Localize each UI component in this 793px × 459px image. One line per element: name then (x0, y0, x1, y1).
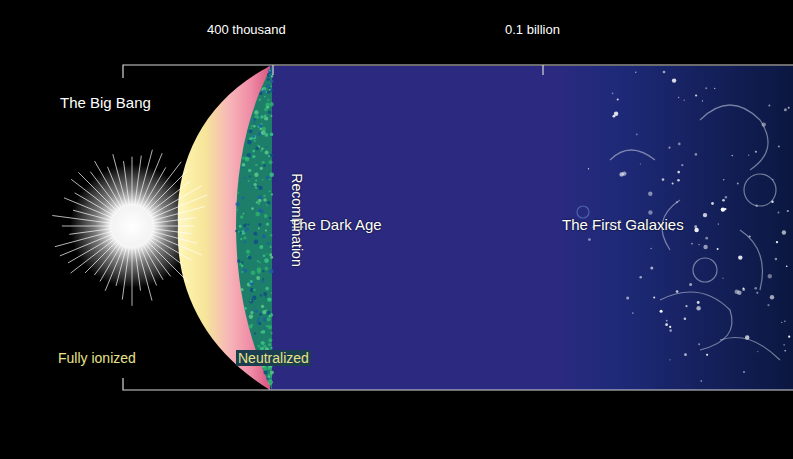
region-title: The First Galaxies (562, 216, 684, 233)
region-title: The Dark Age (290, 216, 382, 233)
state-label: Neutralized (236, 350, 311, 366)
time-label: 400 thousand (207, 22, 286, 37)
event-label: The Big Bang (60, 94, 151, 111)
state-label: Fully ionized (58, 350, 136, 366)
time-label: 0.1 billion (505, 22, 560, 37)
recombination-band: Recombination (250, 66, 288, 390)
first-galaxies-region: The First Galaxies (560, 66, 793, 390)
dark-age-band: The Dark Age (288, 66, 560, 390)
